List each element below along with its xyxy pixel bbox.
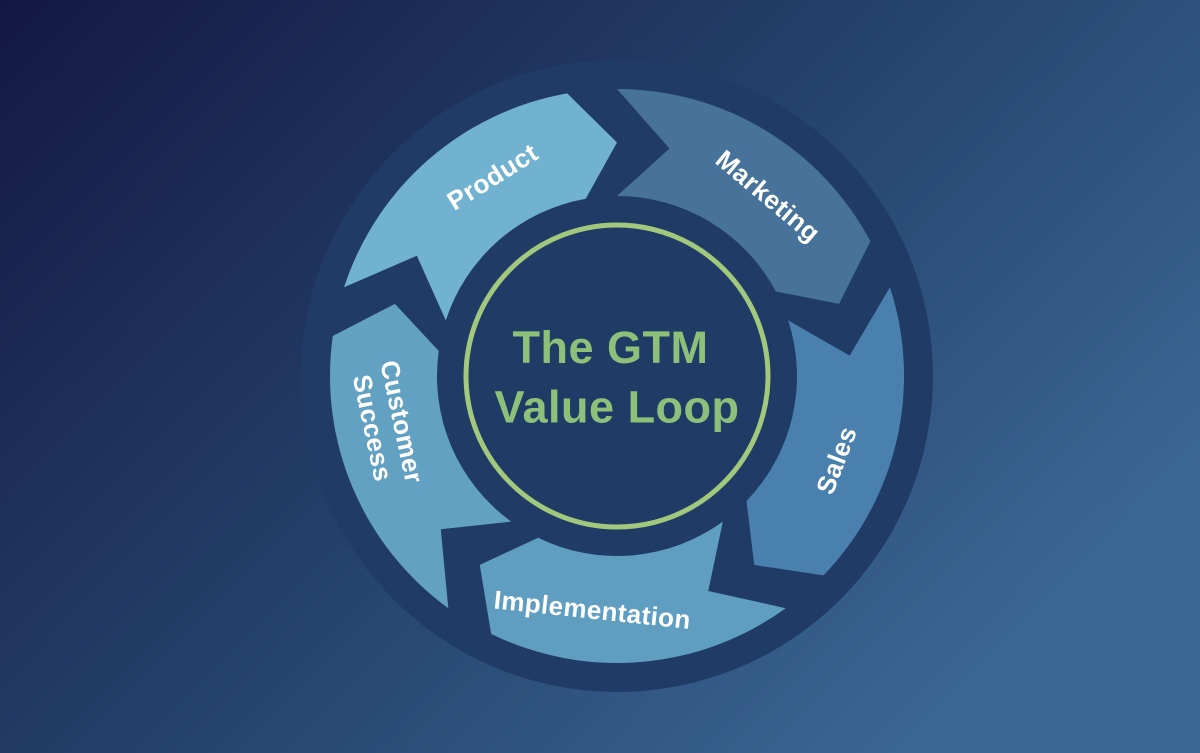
segment-marketing [617, 89, 871, 304]
center-title-line-1: The GTM [513, 321, 709, 372]
segment-customer-success [329, 303, 512, 609]
segment-sales [746, 287, 904, 576]
center-title: The GTM Value Loop [494, 321, 739, 432]
center-ring [463, 222, 771, 530]
center-title-line-2: Value Loop [494, 381, 739, 432]
loop-segments [329, 89, 904, 663]
segment-implementation [479, 521, 786, 663]
segment-product [344, 93, 617, 321]
